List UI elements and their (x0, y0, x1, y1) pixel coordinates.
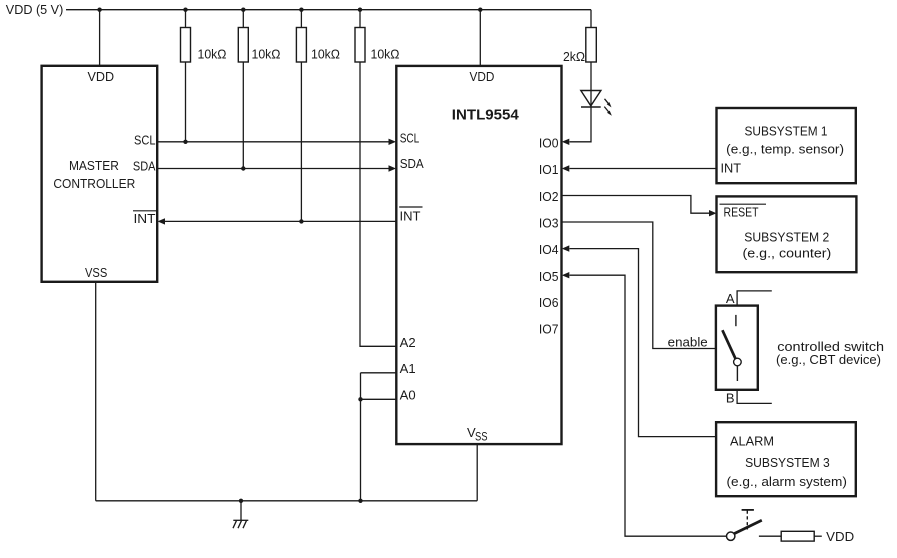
svg-text:enable: enable (668, 335, 708, 350)
svg-text:(e.g., alarm system): (e.g., alarm system) (727, 474, 847, 489)
svg-text:10kΩ: 10kΩ (311, 47, 340, 62)
svg-text:A: A (726, 291, 735, 306)
svg-text:VDD: VDD (826, 529, 854, 544)
svg-text:INT: INT (134, 211, 156, 226)
svg-text:INT: INT (721, 161, 742, 176)
svg-text:SUBSYSTEM 1: SUBSYSTEM 1 (745, 124, 828, 139)
svg-text:IO2: IO2 (539, 189, 559, 204)
svg-text:IO7: IO7 (539, 322, 559, 337)
svg-text:SUBSYSTEM 2: SUBSYSTEM 2 (744, 230, 829, 245)
svg-text:10kΩ: 10kΩ (198, 47, 227, 62)
svg-text:IO3: IO3 (539, 216, 559, 231)
svg-text:controlled switch: controlled switch (777, 340, 884, 354)
svg-text:SDA: SDA (400, 156, 424, 171)
svg-text:A2: A2 (400, 335, 416, 350)
svg-text:IO0: IO0 (539, 135, 559, 150)
svg-text:RESET: RESET (724, 205, 759, 220)
svg-text:IO6: IO6 (539, 295, 559, 310)
svg-text:2kΩ: 2kΩ (563, 49, 585, 64)
svg-text:(e.g., CBT device): (e.g., CBT device) (776, 353, 881, 367)
svg-text:SCL: SCL (134, 133, 156, 148)
svg-text:ALARM: ALARM (730, 434, 774, 449)
svg-text:VDD: VDD (88, 69, 115, 84)
svg-text:10kΩ: 10kΩ (371, 47, 400, 62)
svg-text:B: B (726, 391, 735, 406)
svg-text:SUBSYSTEM 3: SUBSYSTEM 3 (745, 455, 830, 470)
svg-text:IO4: IO4 (539, 242, 559, 257)
svg-text:VDD (5 V): VDD (5 V) (6, 3, 64, 17)
svg-text:A0: A0 (400, 388, 416, 403)
svg-text:10kΩ: 10kΩ (252, 47, 281, 62)
svg-text:IO5: IO5 (539, 269, 559, 284)
svg-text:(e.g., counter): (e.g., counter) (743, 246, 832, 261)
svg-text:SS: SS (475, 430, 488, 444)
svg-text:SCL: SCL (400, 130, 420, 145)
svg-text:VDD: VDD (470, 69, 495, 84)
svg-text:SDA: SDA (133, 158, 156, 173)
svg-text:IO1: IO1 (539, 162, 559, 177)
svg-text:(e.g., temp. sensor): (e.g., temp. sensor) (726, 141, 844, 156)
svg-text:A1: A1 (400, 361, 416, 376)
svg-text:CONTROLLER: CONTROLLER (53, 176, 135, 191)
svg-text:VSS: VSS (85, 265, 108, 280)
svg-text:INT: INT (400, 208, 421, 223)
svg-text:V: V (467, 425, 476, 440)
svg-text:MASTER: MASTER (69, 158, 119, 173)
svg-text:INTL9554: INTL9554 (452, 107, 520, 124)
